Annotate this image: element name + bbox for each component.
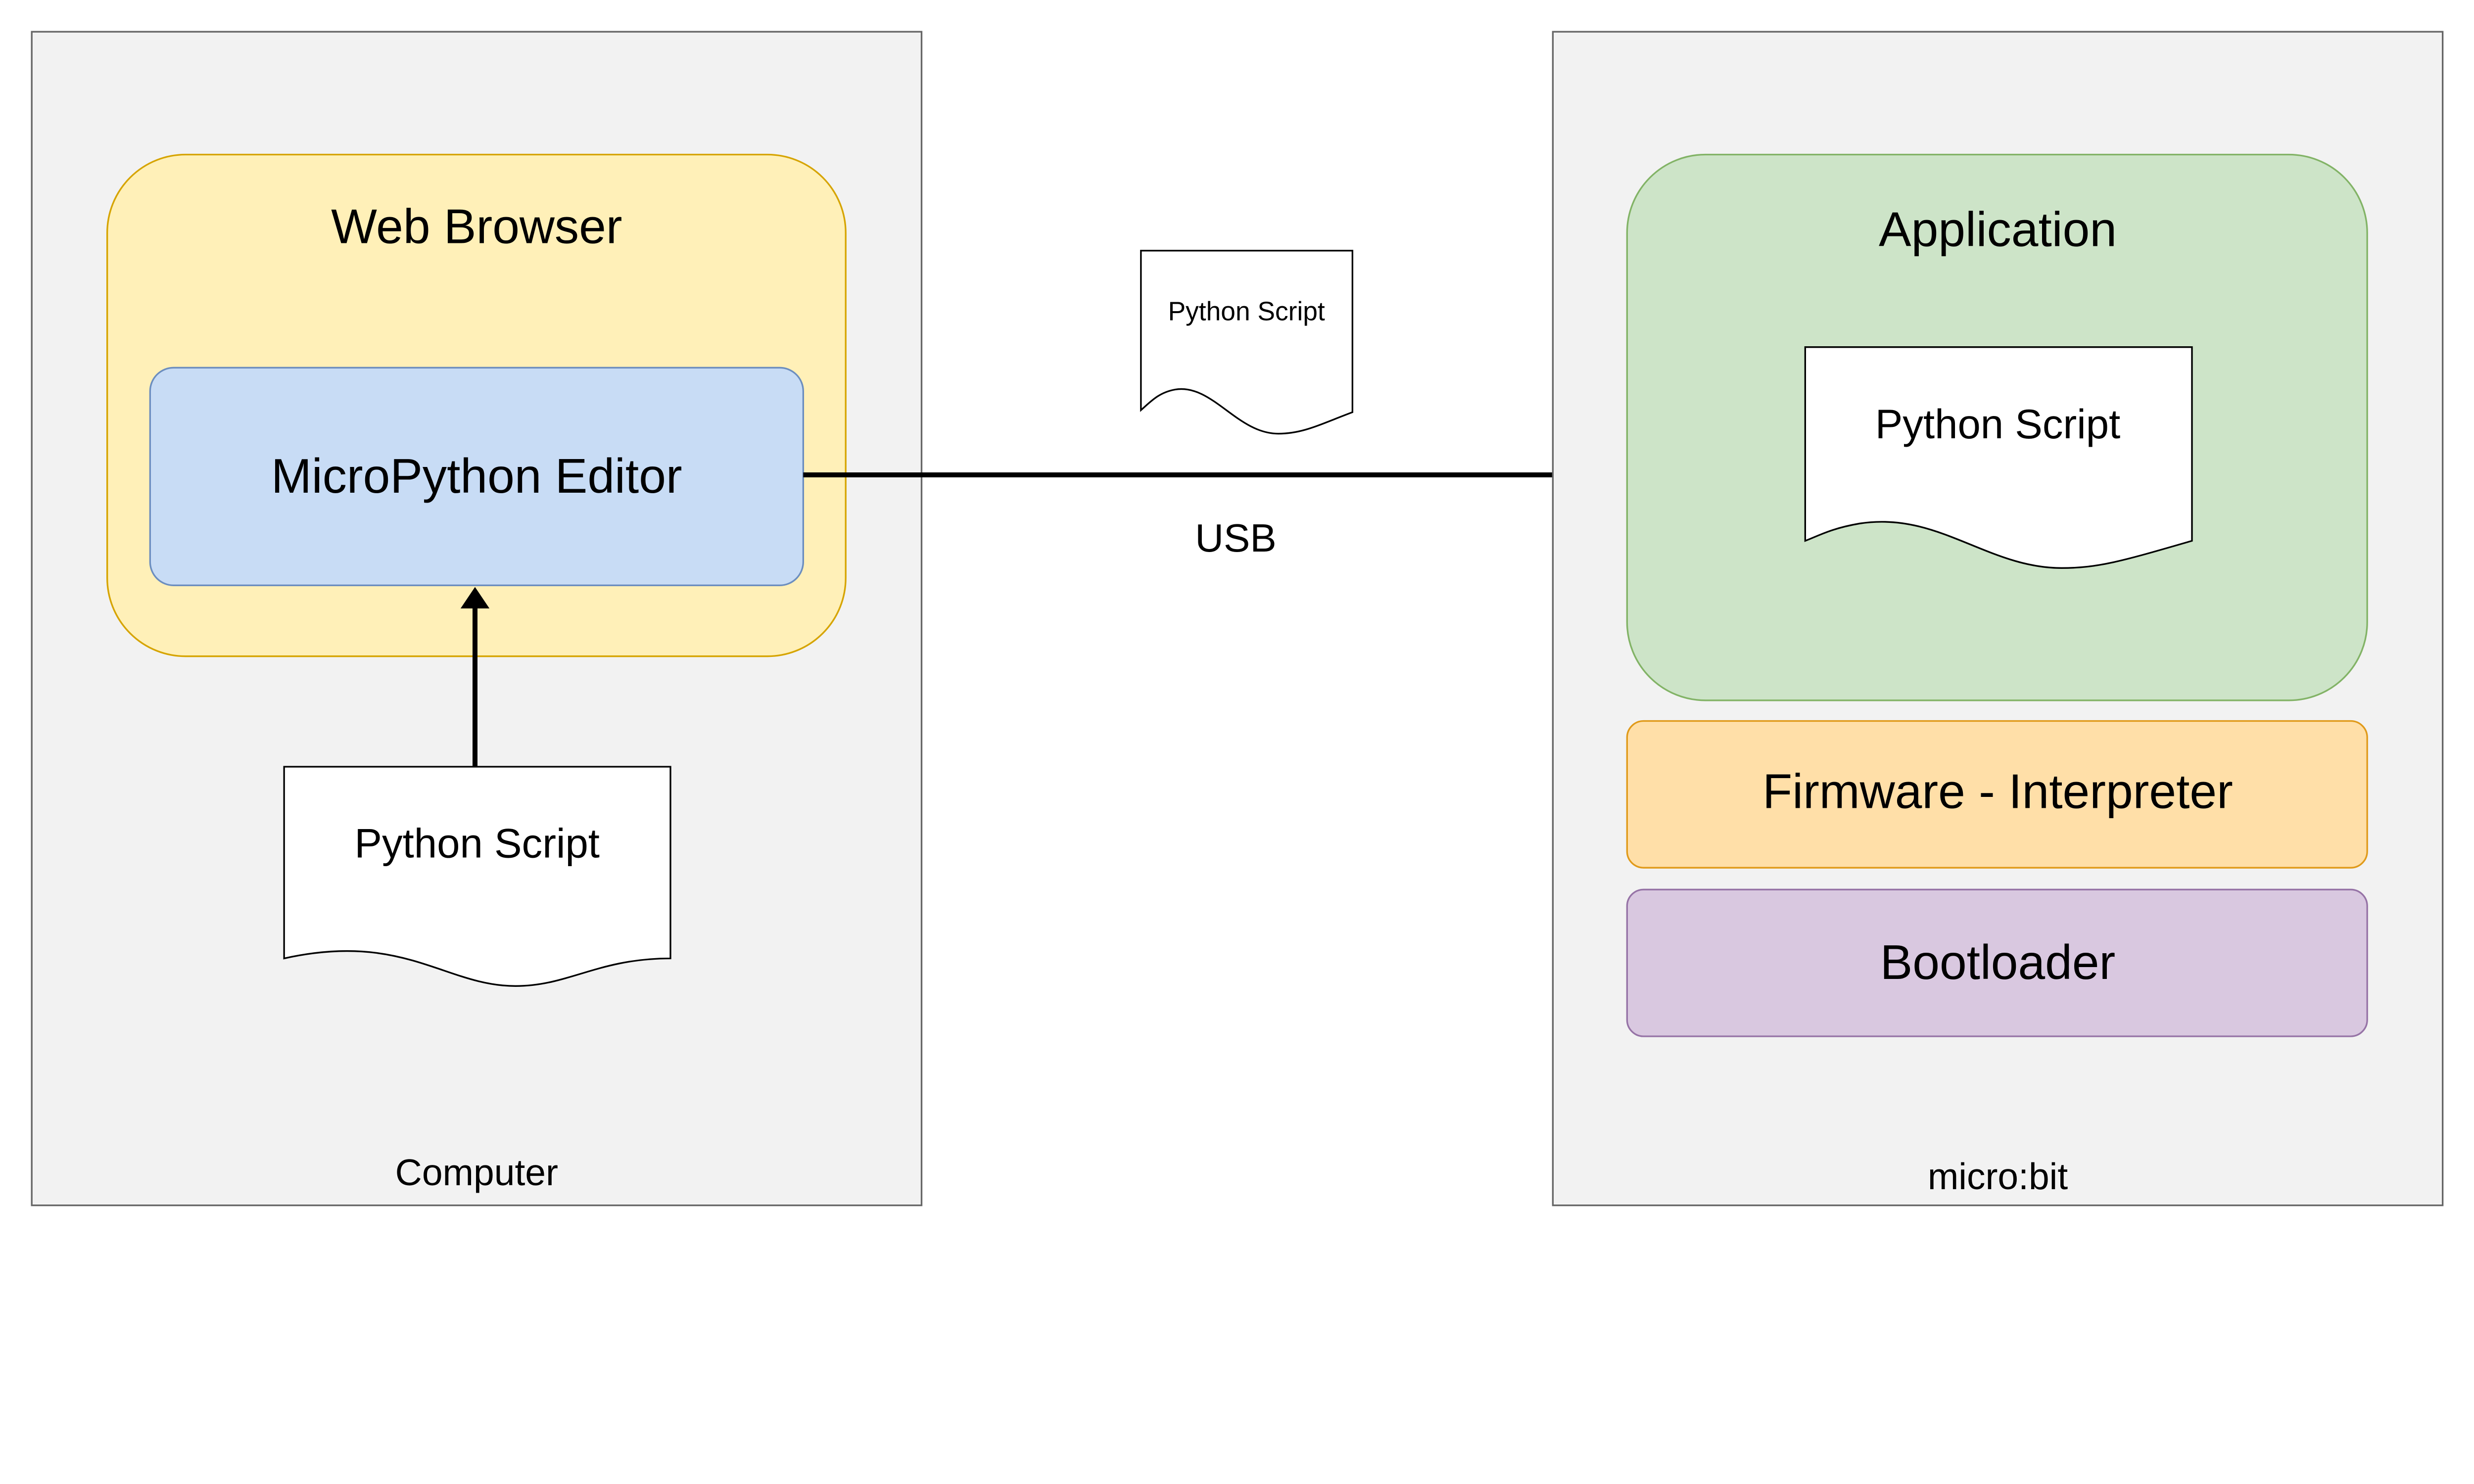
- computer-label: Computer: [395, 1152, 558, 1193]
- firmware-label: Firmware - Interpreter: [1762, 764, 2233, 818]
- application-title: Application: [1879, 202, 2117, 257]
- transfer-python-script-document: Python Script: [1140, 250, 1353, 435]
- micropython-editor-label: MicroPython Editor: [271, 449, 682, 503]
- microbit-label: micro:bit: [1928, 1156, 2068, 1197]
- application-python-script-label: Python Script: [1875, 401, 2121, 447]
- application-python-script-document: Python Script: [1804, 346, 2193, 569]
- upload-arrowhead: [460, 587, 490, 608]
- micropython-editor-box: MicroPython Editor: [149, 367, 804, 586]
- usb-label: USB: [1195, 516, 1277, 560]
- computer-python-script-document: Python Script: [283, 766, 671, 987]
- architecture-diagram: Computer Web Browser MicroPython Editor …: [31, 31, 2444, 1206]
- bootloader-box: Bootloader: [1626, 888, 2368, 1037]
- computer-python-script-label: Python Script: [354, 820, 600, 866]
- web-browser-title: Web Browser: [331, 199, 622, 254]
- transfer-python-script-label: Python Script: [1168, 297, 1325, 326]
- firmware-box: Firmware - Interpreter: [1626, 720, 2368, 869]
- bootloader-label: Bootloader: [1880, 935, 2116, 989]
